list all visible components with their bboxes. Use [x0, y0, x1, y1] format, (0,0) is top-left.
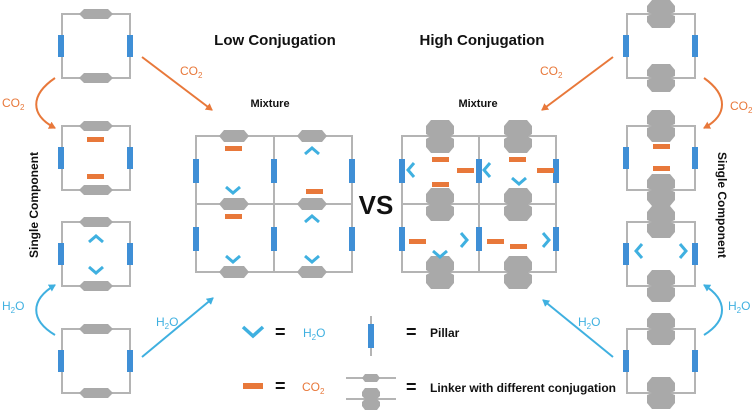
right-frame-empty-top	[623, 0, 698, 92]
left-h2o-curve-arrow	[35, 284, 56, 336]
legend-co2-symbol	[243, 383, 263, 389]
vs-label: VS	[359, 190, 394, 220]
left-diag-h2o-label: H2O	[156, 315, 178, 331]
legend-co2-equals: =	[275, 376, 286, 396]
legend-pillar-equals: =	[406, 322, 417, 342]
high-conjugation-title: High Conjugation	[420, 32, 545, 49]
high-conjugation-mixture-grid	[399, 120, 559, 289]
right-frame-co2	[623, 110, 698, 206]
low-conjugation-mixture-grid	[193, 130, 355, 278]
left-frame-co2	[58, 121, 133, 195]
left-co2-diag-arrow	[141, 56, 213, 111]
right-h2o-label: H2O	[728, 299, 750, 315]
legend-pillar-label: Pillar	[430, 326, 460, 340]
right-co2-curve-arrow	[703, 77, 723, 129]
left-diag-co2-label: CO2	[180, 64, 203, 80]
right-frame-h2o	[623, 206, 698, 302]
mixture-left-label: Mixture	[250, 98, 289, 110]
right-diag-co2-label: CO2	[540, 64, 563, 80]
legend-pillar-symbol	[368, 324, 374, 348]
left-co2-curve-arrow	[35, 77, 56, 129]
left-frame-h2o	[58, 217, 133, 291]
low-conjugation-title: Low Conjugation	[214, 32, 336, 49]
left-h2o-label: H2O	[2, 299, 24, 315]
legend-co2-label: CO2	[302, 380, 325, 396]
left-co2-label: CO2	[2, 96, 25, 112]
legend-linker-symbol	[346, 374, 396, 410]
right-h2o-curve-arrow	[703, 284, 723, 336]
legend-h2o-equals: =	[275, 322, 286, 342]
left-frame-empty-bottom	[58, 324, 133, 398]
right-co2-diag-arrow	[541, 56, 614, 111]
left-frame-empty-top	[58, 9, 133, 83]
legend-linker-label: Linker with different conjugation	[430, 381, 616, 395]
legend-h2o-label: H2O	[303, 326, 325, 342]
right-h2o-diag-arrow	[542, 299, 614, 358]
legend: = H2O = Pillar = CO2 = Linker with diffe…	[241, 316, 616, 410]
legend-linker-equals: =	[406, 377, 417, 397]
right-co2-label: CO2	[730, 99, 753, 115]
left-h2o-diag-arrow	[141, 297, 214, 358]
right-frame-empty-bottom	[623, 313, 698, 409]
right-single-component-label: Single Component	[715, 152, 729, 258]
legend-h2o-symbol	[241, 325, 265, 339]
mixture-right-label: Mixture	[458, 98, 497, 110]
left-single-component-label: Single Component	[27, 152, 41, 258]
right-diag-h2o-label: H2O	[578, 315, 600, 331]
